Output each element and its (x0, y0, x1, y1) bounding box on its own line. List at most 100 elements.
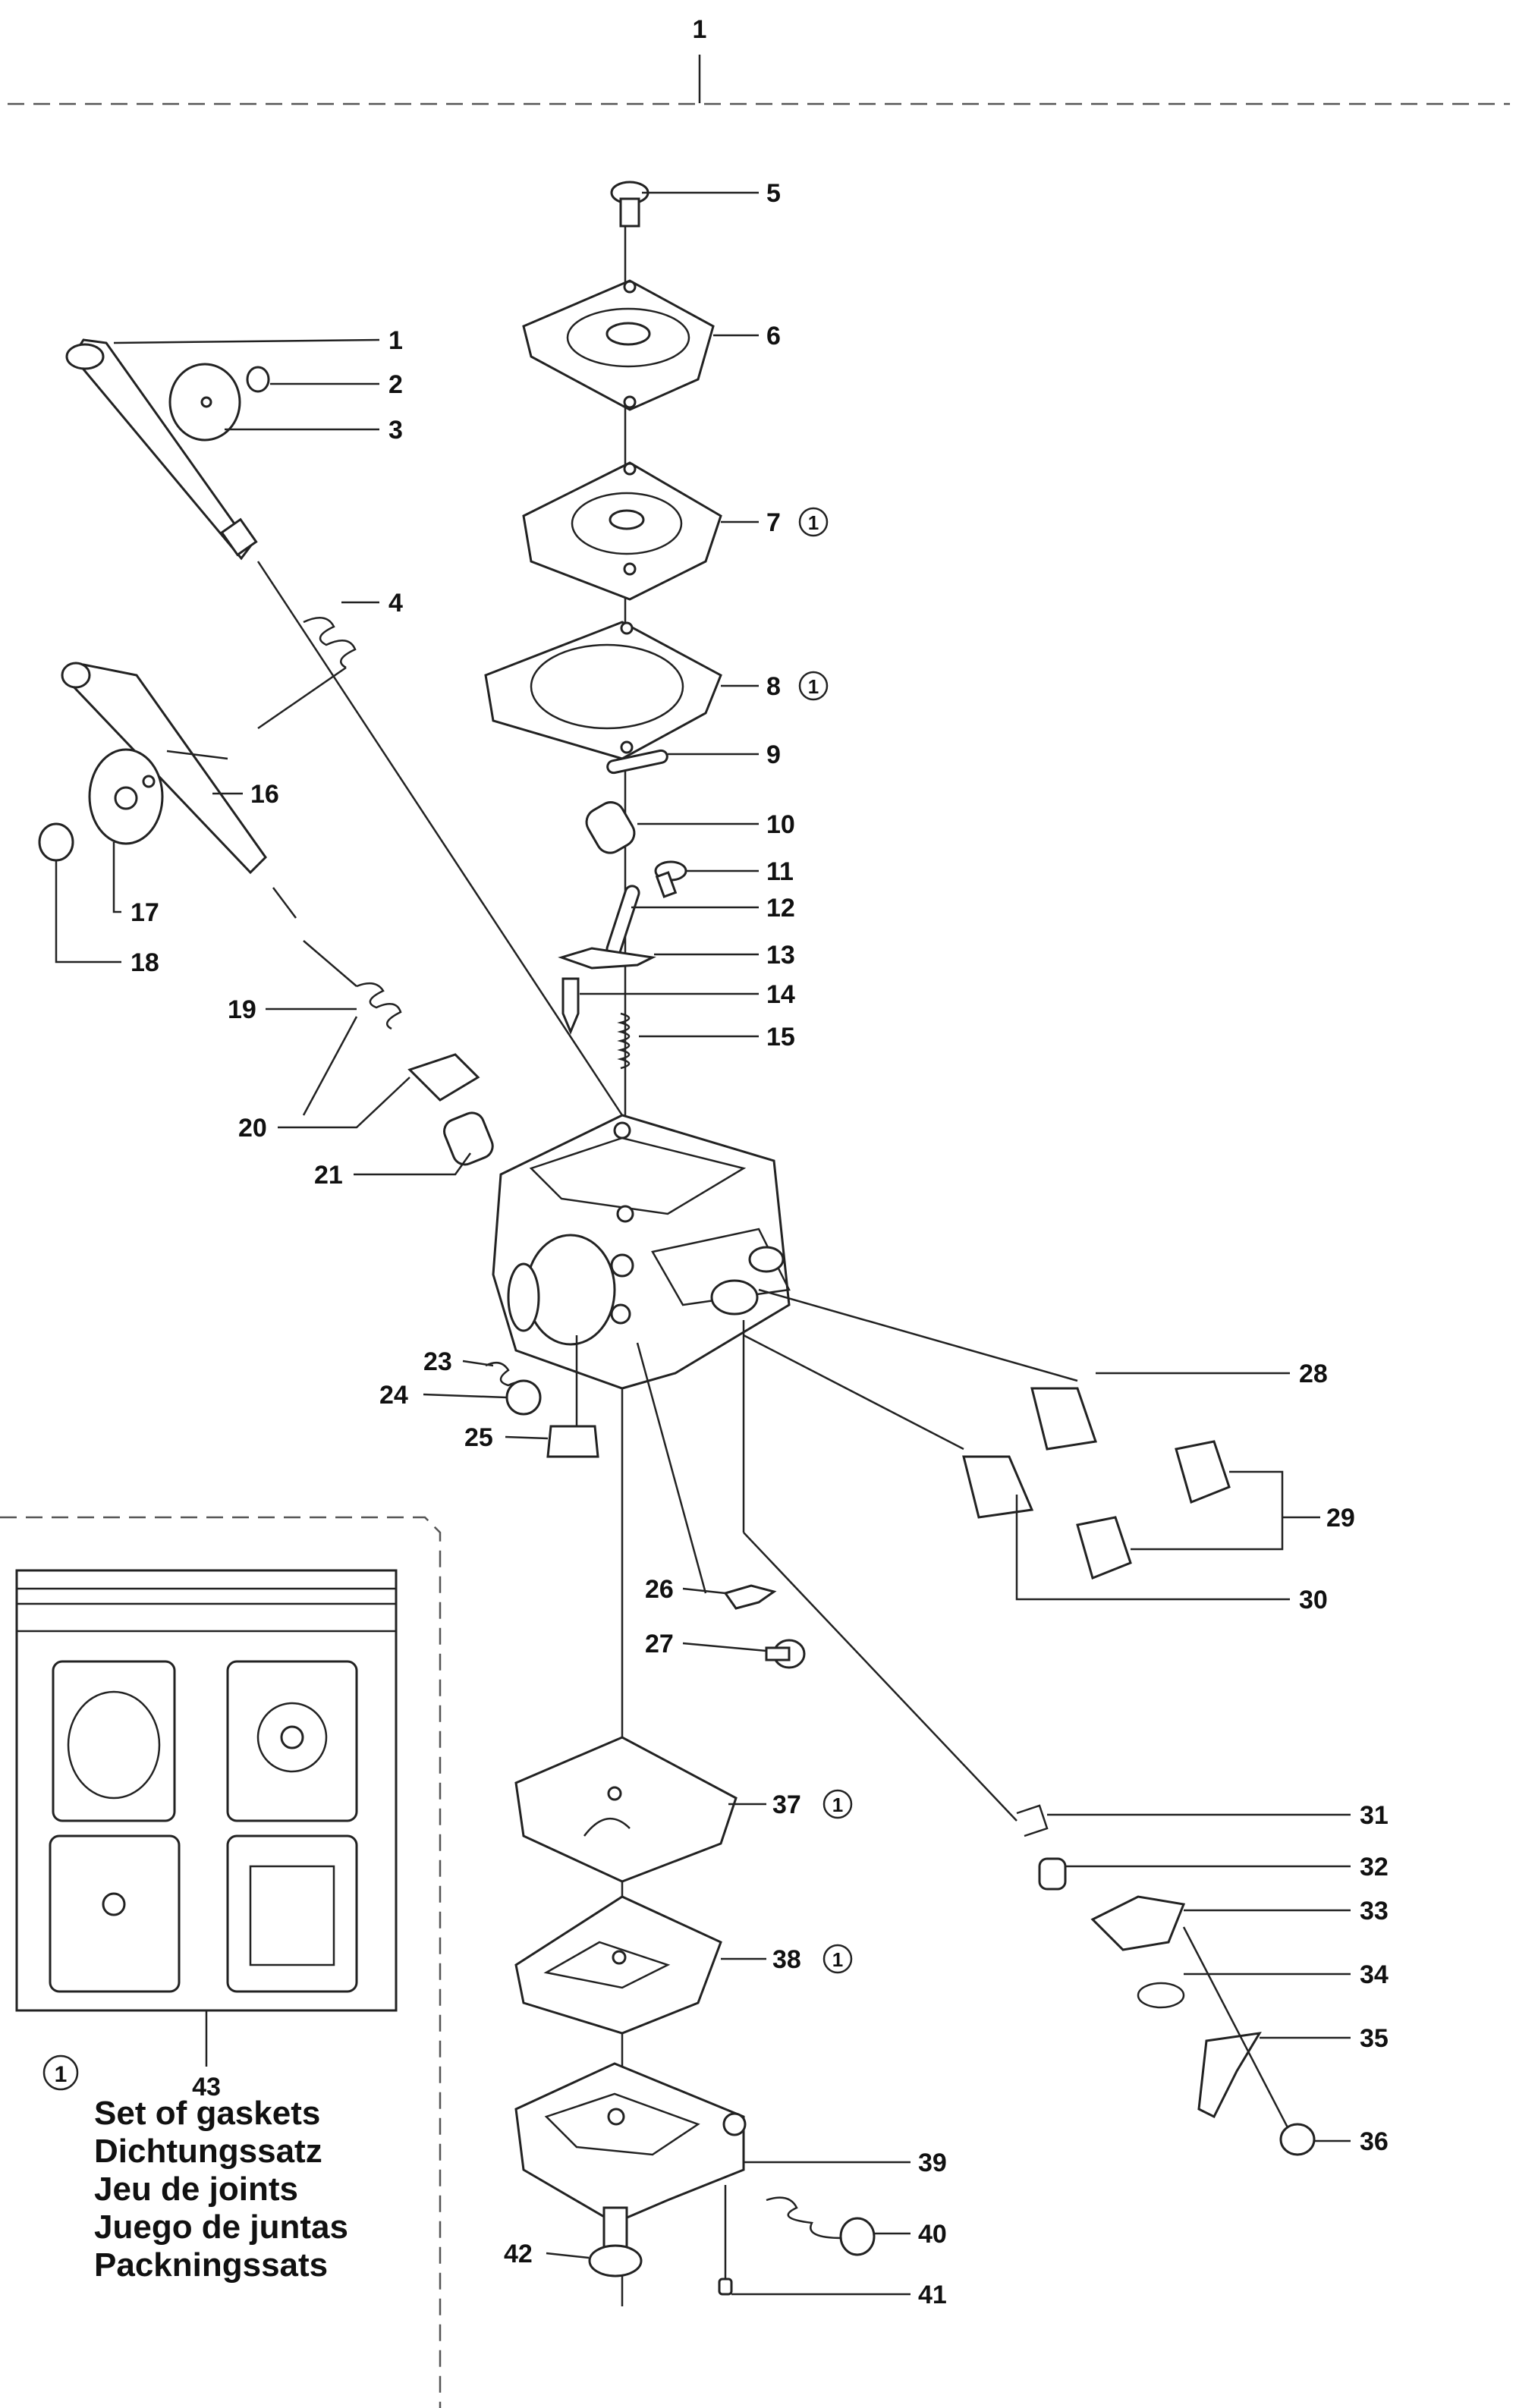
legend-line-4: Juego de juntas (94, 2208, 348, 2246)
callout-35: 35 (1360, 2024, 1389, 2053)
callout-34: 34 (1360, 1960, 1389, 1989)
clip-part-31 (1016, 1804, 1049, 1837)
choke-shaft-part-16 (61, 662, 297, 919)
callout-23: 23 (423, 1347, 452, 1376)
legend-line-1: Set of gaskets (94, 2095, 320, 2132)
carburetor-body (492, 1114, 791, 1390)
callout-12: 12 (766, 894, 795, 923)
valve-part-10 (585, 801, 636, 854)
callout-29: 29 (1326, 1504, 1355, 1533)
callout-31: 31 (1360, 1801, 1389, 1830)
callout-9: 9 (766, 740, 781, 769)
kit-marker-circle (42, 2054, 79, 2091)
callout-24: 24 (379, 1381, 408, 1410)
choke-valve-part-17 (88, 748, 164, 845)
callouts: 5 6 7 8 9 10 11 12 13 14 15 1 2 3 4 16 1… (131, 179, 1389, 2309)
callout-21: 21 (314, 1161, 343, 1190)
callout-11: 11 (766, 857, 794, 886)
top-label: 1 (693, 15, 707, 44)
callout-42: 42 (504, 2240, 533, 2268)
gasket-part-38 (514, 1895, 722, 2035)
needle-part-30 (743, 1334, 1034, 1519)
screw-part-40 (766, 2196, 876, 2256)
callout-40: 40 (918, 2220, 947, 2249)
callout-38: 38 (772, 1945, 801, 1974)
callout-14: 14 (766, 980, 795, 1009)
spring-arm-part-4 (257, 666, 347, 730)
kit-marker-7: 1 (808, 511, 819, 534)
kit-marker: 1 (55, 2062, 68, 2087)
callout-19: 19 (228, 995, 256, 1024)
callout-26: 26 (645, 1575, 674, 1604)
spring-part-19 (356, 982, 402, 1030)
lever-part-13 (558, 947, 656, 970)
callout-6: 6 (766, 322, 781, 351)
callout-5: 5 (766, 179, 781, 208)
lever-part-35 (1197, 2032, 1262, 2119)
ball-part-24 (505, 1379, 542, 1416)
spring-arm-part-19 (302, 1016, 358, 1116)
screw-part-11 (654, 860, 687, 898)
kit-enclosure (0, 1516, 442, 2408)
washer-part-20 (407, 1053, 480, 1102)
kit-marker-37: 1 (832, 1793, 843, 1816)
callout-10: 10 (766, 810, 795, 839)
pump-cover-part-6 (522, 279, 715, 411)
callout-20: 20 (238, 1114, 267, 1143)
kit-markers: 1 1 1 1 (798, 507, 853, 1974)
throttle-valve-part-3 (168, 363, 241, 442)
callout-15: 15 (766, 1023, 795, 1052)
screw-part-18 (38, 822, 74, 862)
bushing-part-21 (443, 1111, 494, 1166)
kit-marker-38: 1 (832, 1948, 843, 1971)
callout-39: 39 (918, 2149, 947, 2177)
choke-axis (303, 940, 357, 987)
callout-1: 1 (388, 326, 403, 355)
callout-41: 41 (918, 2281, 947, 2309)
callout-25: 25 (464, 1423, 493, 1452)
callout-4: 4 (388, 589, 403, 618)
screw-part-5 (610, 181, 649, 228)
cap-part-25 (546, 1425, 599, 1458)
legend-line-5: Packningssats (94, 2246, 328, 2284)
limiter-cap-part-29 (1076, 1440, 1231, 1580)
lever-part-33 (1090, 1895, 1186, 1951)
throttle-shaft-part-1 (65, 338, 624, 1116)
callout-18: 18 (131, 948, 159, 977)
callout-3: 3 (388, 416, 403, 445)
diaphragm-part-7 (522, 461, 722, 601)
screw-part-2 (246, 366, 270, 393)
spring-part-15 (617, 1012, 631, 1070)
screw-part-27 (765, 1639, 806, 1669)
diaphragm-part-37 (514, 1736, 738, 1883)
pin-part-41 (718, 2185, 733, 2296)
callout-28: 28 (1299, 1360, 1328, 1388)
bushing-part-32 (1038, 1857, 1067, 1891)
lever-axis-2 (1182, 1926, 1291, 2133)
callout-2: 2 (388, 370, 403, 399)
callout-33: 33 (1360, 1897, 1389, 1925)
callout-13: 13 (766, 941, 795, 970)
legend-line-3: Jeu de joints (94, 2171, 298, 2208)
lever-axis (636, 1342, 707, 1594)
pin-part-9 (606, 749, 668, 775)
leader-lines (55, 191, 1351, 2296)
callout-43: 43 (192, 2073, 221, 2101)
callout-16: 16 (250, 780, 279, 809)
kit-marker-8: 1 (808, 675, 819, 698)
screw-part-36 (1279, 2123, 1316, 2156)
callout-37: 37 (772, 1790, 801, 1819)
callout-30: 30 (1299, 1586, 1328, 1614)
callout-36: 36 (1360, 2127, 1389, 2156)
needle-part-28 (758, 1288, 1097, 1451)
gasket-kit-box (15, 1569, 398, 2012)
needle-part-14 (561, 977, 580, 1035)
spring-part-4 (303, 617, 357, 669)
callout-32: 32 (1360, 1853, 1389, 1881)
cover-part-39 (514, 2062, 747, 2224)
callout-17: 17 (131, 898, 159, 927)
legend-line-2: Dichtungssatz (94, 2133, 322, 2170)
lever-part-26 (723, 1584, 777, 1610)
